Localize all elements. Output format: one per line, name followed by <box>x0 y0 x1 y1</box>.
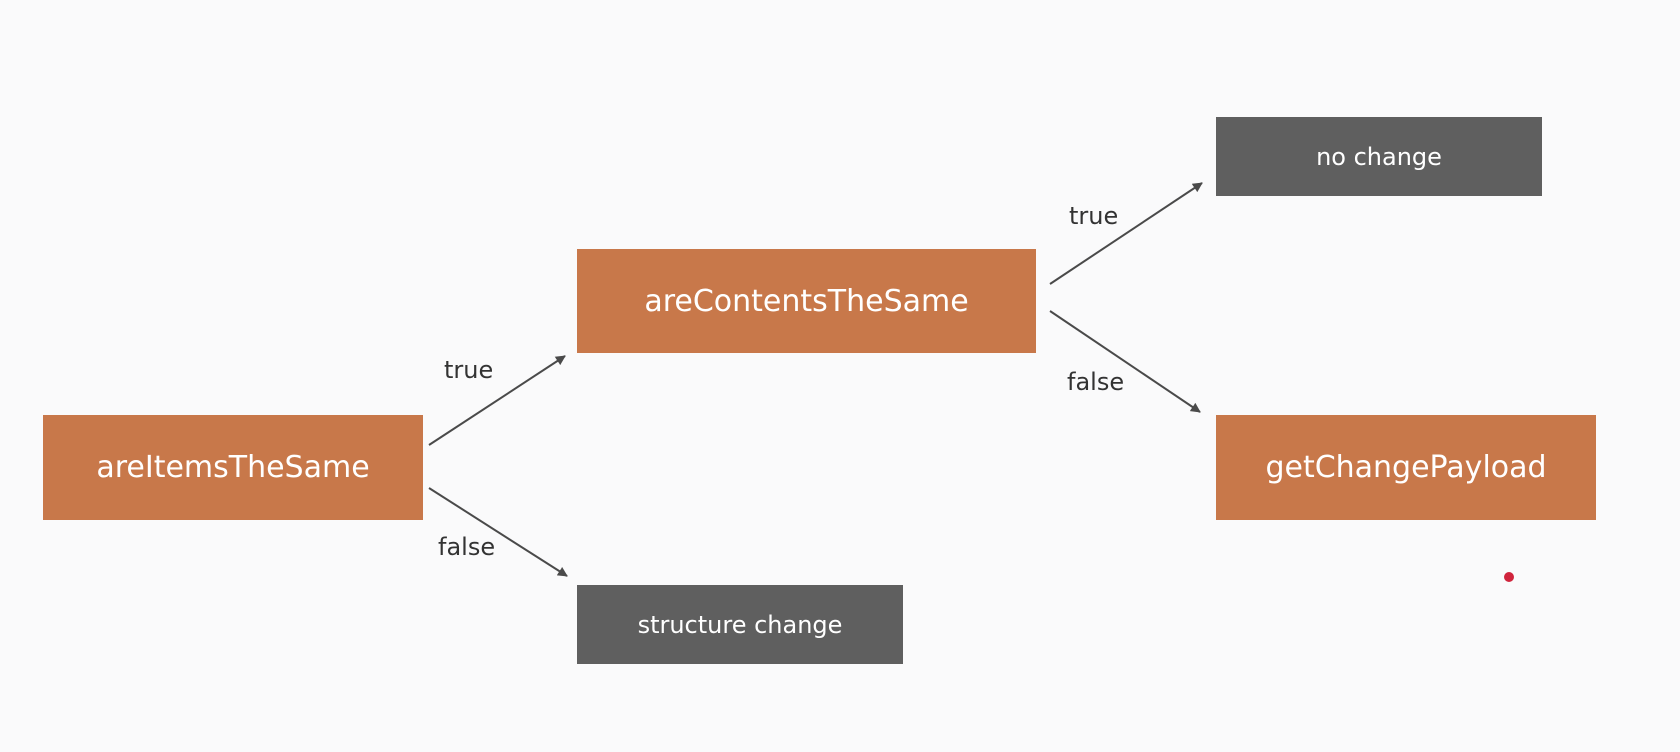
node-label: areItemsTheSame <box>96 450 370 485</box>
node-are-contents-the-same: areContentsTheSame <box>577 249 1036 353</box>
node-get-change-payload: getChangePayload <box>1216 415 1596 520</box>
edge-items-false-arrow <box>428 487 568 577</box>
node-no-change: no change <box>1216 117 1542 196</box>
node-label: no change <box>1316 142 1442 171</box>
edge-label-items-false: false <box>438 533 496 561</box>
node-label: getChangePayload <box>1265 450 1547 485</box>
node-are-items-the-same: areItemsTheSame <box>43 415 423 520</box>
edge-items-true-arrow <box>428 355 566 446</box>
edge-label-items-true: true <box>444 356 494 384</box>
edge-label-contents-true: true <box>1069 202 1119 230</box>
node-label: areContentsTheSame <box>644 283 969 319</box>
node-structure-change: structure change <box>577 585 903 664</box>
edge-contents-true-arrow <box>1049 182 1203 285</box>
edge-label-contents-false: false <box>1067 368 1125 396</box>
node-label: structure change <box>637 610 843 639</box>
edge-contents-false-arrow <box>1049 310 1201 413</box>
pointer-dot-icon <box>1504 572 1514 582</box>
